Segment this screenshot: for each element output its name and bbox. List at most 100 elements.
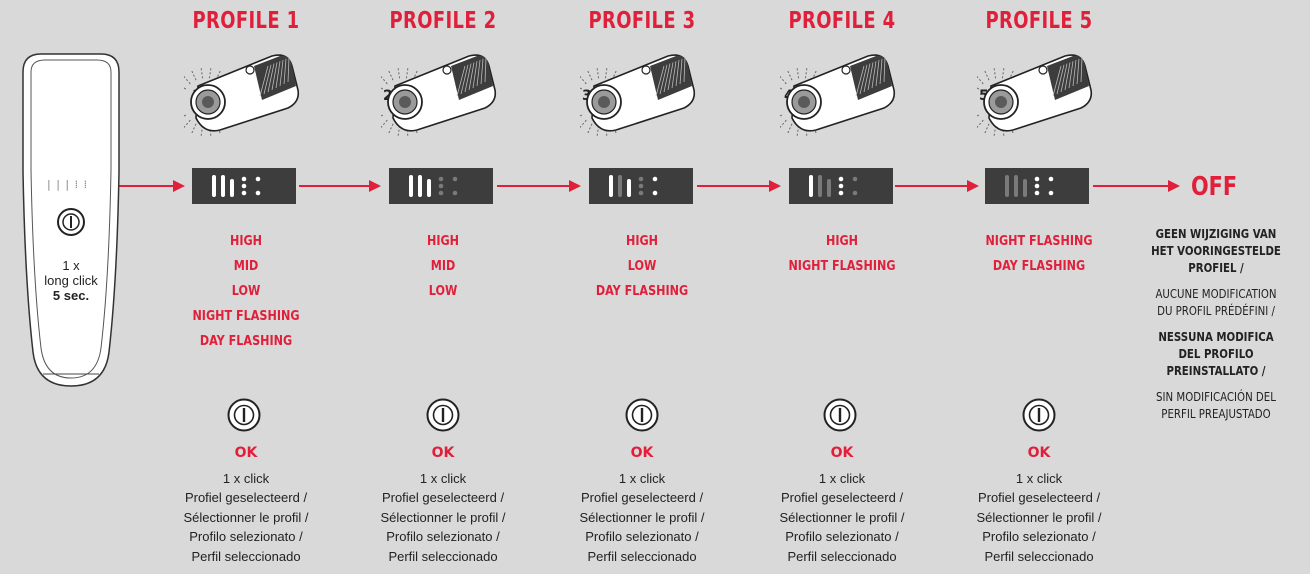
mode-item: LOW [231, 284, 261, 299]
confirm-text: 1 x click Profiel geselecteerd / Sélecti… [742, 469, 942, 566]
mode-indicator-panel [192, 168, 296, 204]
mode-list: HIGH NIGHT FLASHING [756, 229, 928, 279]
confirm-line: 1 x click [818, 471, 866, 486]
confirm-line: 1 x click [1015, 471, 1063, 486]
ok-label: OK [431, 445, 455, 461]
ok-label: OK [234, 445, 258, 461]
power-button-icon [426, 398, 460, 432]
indicator-dot [838, 183, 844, 189]
power-button-icon [625, 398, 659, 432]
indicator-dot [438, 183, 444, 189]
mode-list: NIGHT FLASHING DAY FLASHING [953, 229, 1125, 279]
profile-title: PROFILE 2 [389, 8, 497, 34]
confirm-line: Profilo selezionato / [982, 529, 1096, 545]
confirm-line: Sélectionner le profil / [183, 509, 309, 525]
confirm-line: Sélectionner le profil / [579, 509, 705, 525]
indicator-dot [1034, 183, 1040, 189]
mode-item: MID [430, 259, 456, 274]
indicator-dot [1048, 190, 1054, 196]
confirm-line: 1 x click [222, 471, 270, 486]
profile-title: PROFILE 3 [588, 8, 696, 34]
confirm-line: Profilo selezionato / [585, 529, 699, 545]
confirm-line: 1 x click [618, 471, 666, 486]
power-button-icon [823, 398, 857, 432]
indicator-dot [1034, 190, 1040, 196]
indicator-dot [652, 190, 658, 196]
confirm-text: 1 x click Profiel geselecteerd / Sélecti… [343, 469, 543, 566]
bike-light-icon [977, 54, 1093, 136]
mode-indicator-panel [789, 168, 893, 204]
mode-list: HIGH MID LOW [357, 229, 529, 304]
confirm-line: Sélectionner le profil / [976, 509, 1102, 525]
mode-item: LOW [627, 259, 657, 274]
indicator-dot [652, 176, 658, 182]
device-line-3: 5 sec. [52, 288, 90, 303]
mode-item: LOW [428, 284, 458, 299]
profile-title: PROFILE 1 [192, 8, 300, 34]
indicator-dot [638, 183, 644, 189]
off-note-nl: GEEN WIJZIGING VAN HET VOORINGESTELDE PR… [1151, 227, 1281, 275]
indicator-dot [1048, 176, 1054, 182]
confirm-line: Perfil seleccionado [191, 548, 301, 564]
confirm-line: Profilo selezionato / [386, 529, 500, 545]
mode-item: DAY FLASHING [992, 259, 1086, 274]
ok-label: OK [830, 445, 854, 461]
power-button-icon [1022, 398, 1056, 432]
off-note: GEEN WIJZIGING VAN HET VOORINGESTELDE PR… [1135, 226, 1297, 432]
indicator-dot [255, 176, 261, 182]
profile-title: PROFILE 5 [985, 8, 1093, 34]
confirm-text: 1 x click Profiel geselecteerd / Sélecti… [939, 469, 1139, 566]
indicator-dot [852, 190, 858, 196]
confirm-line: Profiel geselecteerd / [580, 490, 704, 506]
off-note-fr: AUCUNE MODIFICATION DU PROFIL PRÉDÉFINI … [1155, 287, 1277, 318]
profile-title: PROFILE 4 [788, 8, 896, 34]
bike-light-icon [580, 54, 696, 136]
bike-light-icon [184, 54, 300, 136]
mode-item: DAY FLASHING [199, 334, 293, 349]
mode-item: DAY FLASHING [595, 284, 689, 299]
mode-item: HIGH [426, 234, 460, 249]
off-note-es: SIN MODIFICACIÓN DEL PERFIL PREAJUSTADO [1156, 390, 1276, 421]
indicator-dot [241, 190, 247, 196]
confirm-line: Profiel geselecteerd / [977, 490, 1101, 506]
mode-indicator-panel [389, 168, 493, 204]
ok-label: OK [1027, 445, 1051, 461]
device-instruction: 1 x long click 5 sec. [35, 258, 107, 303]
mode-item: HIGH [625, 234, 659, 249]
indicator-dot [638, 190, 644, 196]
indicator-dot [852, 176, 858, 182]
confirm-line: 1 x click [419, 471, 467, 486]
mode-item: NIGHT FLASHING [192, 309, 300, 324]
mode-indicator-panel [985, 168, 1089, 204]
indicator-dot [638, 176, 644, 182]
confirm-line: Perfil seleccionado [587, 548, 697, 564]
indicator-dot [255, 190, 261, 196]
indicator-dot [452, 190, 458, 196]
confirm-text: 1 x click Profiel geselecteerd / Sélecti… [542, 469, 742, 566]
confirm-line: Perfil seleccionado [984, 548, 1094, 564]
mode-item: NIGHT FLASHING [985, 234, 1093, 249]
bike-light-icon [780, 54, 896, 136]
device-indicator-dots: | | | ⁞ ⁞ [47, 178, 89, 191]
confirm-line: Profiel geselecteerd / [381, 490, 505, 506]
power-button-icon [227, 398, 261, 432]
mode-list: HIGH MID LOW NIGHT FLASHING DAY FLASHING [160, 229, 332, 354]
mode-item: HIGH [229, 234, 263, 249]
off-note-it: NESSUNA MODIFICA DEL PROFILO PREINSTALLA… [1158, 330, 1274, 378]
bike-light-icon [381, 54, 497, 136]
bike-light-device [22, 53, 120, 387]
indicator-dot [838, 190, 844, 196]
indicator-dot [1034, 176, 1040, 182]
indicator-dot [438, 190, 444, 196]
mode-item: NIGHT FLASHING [788, 259, 896, 274]
indicator-dot [838, 176, 844, 182]
confirm-text: 1 x click Profiel geselecteerd / Sélecti… [146, 469, 346, 566]
device-line-1: 1 x [62, 258, 80, 273]
confirm-line: Perfil seleccionado [787, 548, 897, 564]
confirm-line: Perfil seleccionado [388, 548, 498, 564]
confirm-line: Sélectionner le profil / [779, 509, 905, 525]
off-label: OFF [1191, 172, 1238, 202]
mode-list: HIGH LOW DAY FLASHING [556, 229, 728, 304]
device-line-2: long click [44, 273, 98, 288]
